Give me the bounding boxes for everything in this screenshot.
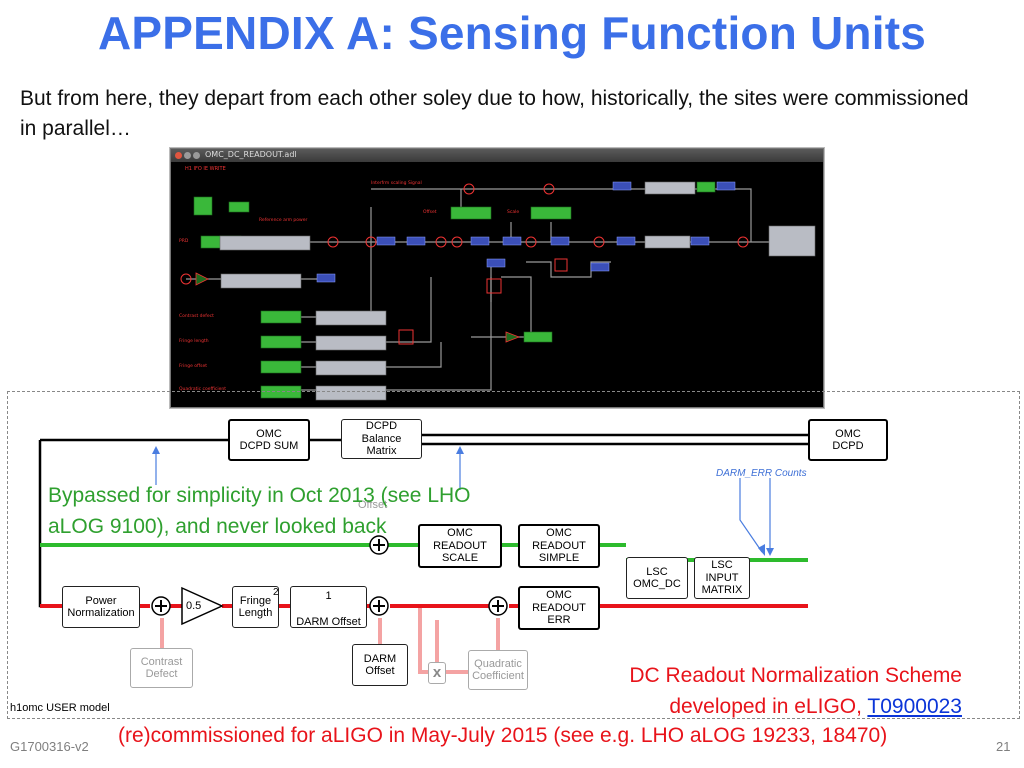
- medm-label-quad: Quadratic coefficient: [179, 386, 226, 392]
- gain-value: 0.5: [186, 600, 202, 612]
- darm-offset-fraction-block[interactable]: 1 DARM Offset: [290, 586, 367, 628]
- medm-screenshot: OMC_DC_READOUT.adl H1 IFO IE WRITE Inter…: [170, 148, 824, 408]
- dc-readout-note-line2: developed in eLIGO, T0900023: [560, 691, 962, 722]
- contrast-defect-block[interactable]: Contrast Defect: [130, 648, 193, 688]
- omc-dcpd-block[interactable]: OMC DCPD: [808, 419, 888, 461]
- omc-readout-err-block[interactable]: OMC READOUT ERR: [518, 586, 600, 630]
- fringe-length-block[interactable]: Fringe Length: [232, 586, 279, 628]
- darm-offset-label: DARM Offset: [363, 652, 397, 678]
- medm-canvas: H1 IFO IE WRITE Interfrm scaling Signal …: [179, 166, 816, 401]
- medm-label-offset: Offset: [423, 209, 437, 215]
- window-title: OMC_DC_READOUT.adl: [205, 150, 297, 159]
- omc-readout-simple-label: OMC READOUT SIMPLE: [532, 527, 586, 565]
- simulink-model-frame: [7, 391, 1020, 719]
- maximize-window-icon[interactable]: [193, 152, 200, 159]
- omc-dcpd-label: OMC DCPD: [832, 427, 864, 453]
- dc-readout-note: DC Readout Normalization Scheme develope…: [560, 660, 962, 722]
- minimize-window-icon[interactable]: [184, 152, 191, 159]
- t0900023-link[interactable]: T0900023: [867, 695, 962, 718]
- gain-triangle: [181, 586, 224, 626]
- darm-err-counts-label: DARM_ERR Counts: [716, 468, 807, 479]
- medm-label-trigger: Interfrm scaling Signal: [371, 180, 422, 186]
- quadratic-coefficient-block[interactable]: Quadratic Coefficient: [468, 650, 528, 690]
- omc-readout-err-label: OMC READOUT ERR: [532, 589, 586, 627]
- model-name-label: h1omc USER model: [10, 702, 110, 714]
- document-number: G1700316-v2: [10, 739, 89, 754]
- medm-label-fringe: Fringe length: [179, 338, 209, 344]
- multiply-icon: x: [432, 663, 442, 681]
- omc-readout-simple-block[interactable]: OMC READOUT SIMPLE: [518, 524, 600, 568]
- lsc-input-matrix-block[interactable]: LSC INPUT MATRIX: [694, 557, 750, 599]
- fraction-numerator: 1: [325, 590, 332, 602]
- lsc-omc-dc-block[interactable]: LSC OMC_DC: [626, 557, 688, 599]
- omc-dcpd-sum-label: OMC DCPD SUM: [239, 427, 299, 453]
- slide-subtitle: But from here, they depart from each oth…: [20, 87, 969, 140]
- slide-title: APPENDIX A: Sensing Function Units: [97, 7, 927, 59]
- slide-number: 21: [996, 739, 1011, 754]
- contrast-defect-label: Contrast Defect: [140, 655, 183, 681]
- medm-label-scale: Scale: [507, 209, 519, 215]
- fringe-length-label: Fringe Length: [238, 594, 273, 620]
- medm-label-reference: Reference arm power: [259, 217, 307, 223]
- fringe-exponent: 2: [273, 587, 279, 598]
- power-normalization-label: Power Normalization: [67, 594, 135, 620]
- offset-ghost-label: Offset: [358, 499, 388, 511]
- dc-readout-note-line1: DC Readout Normalization Scheme: [629, 664, 962, 687]
- multiply-block[interactable]: x: [428, 662, 446, 684]
- bypass-note: Bypassed for simplicity in Oct 2013 (see…: [48, 484, 471, 538]
- omc-dcpd-sum-block[interactable]: OMC DCPD SUM: [228, 419, 310, 461]
- omc-readout-scale-label: OMC READOUT SCALE: [433, 527, 487, 565]
- lsc-input-matrix-label: LSC INPUT MATRIX: [701, 559, 743, 597]
- fraction-denominator: DARM Offset: [296, 615, 361, 628]
- quadratic-coefficient-label: Quadratic Coefficient: [472, 657, 524, 683]
- window-titlebar: OMC_DC_READOUT.adl: [171, 149, 823, 162]
- dc-readout-note-text: developed in eLIGO,: [669, 695, 868, 718]
- lsc-omc-dc-label: LSC OMC_DC: [633, 565, 681, 591]
- medm-label-prd: PRD: [179, 238, 189, 244]
- commissioning-note: (re)commissioned for aLIGO in May-July 2…: [118, 724, 888, 747]
- medm-header-text: H1 IFO IE WRITE: [185, 166, 226, 172]
- dcpd-balance-matrix-label: DCPD Balance Matrix: [361, 420, 402, 458]
- darm-offset-block[interactable]: DARM Offset: [352, 644, 408, 686]
- power-normalization-block[interactable]: Power Normalization: [62, 586, 140, 628]
- medm-label-fringe-offset: Fringe offset: [179, 363, 207, 369]
- dcpd-balance-matrix-block[interactable]: DCPD Balance Matrix: [341, 419, 422, 459]
- medm-label-contrast: Contrast defect: [179, 313, 214, 319]
- omc-readout-scale-block[interactable]: OMC READOUT SCALE: [418, 524, 502, 568]
- close-window-icon[interactable]: [175, 152, 182, 159]
